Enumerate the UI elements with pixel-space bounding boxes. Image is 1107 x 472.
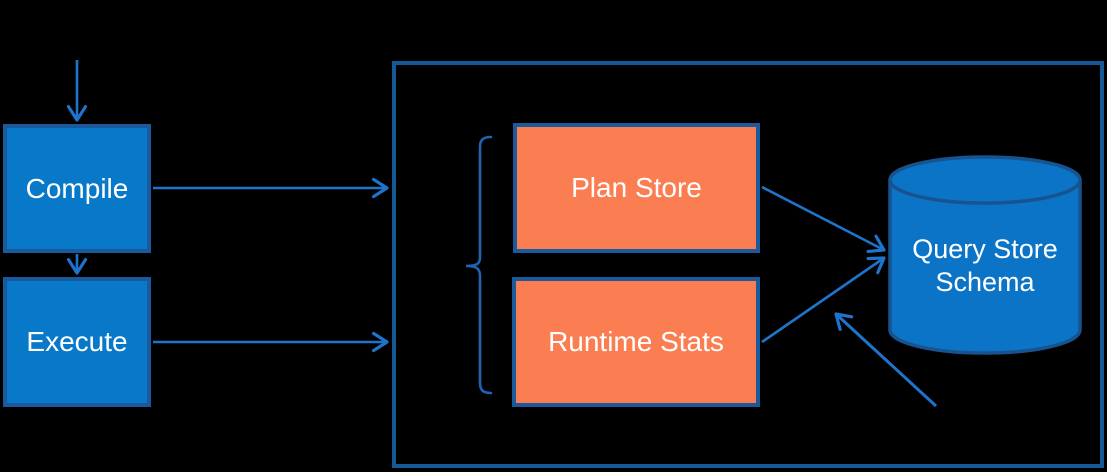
- plan-store-label: Plan Store: [571, 172, 702, 203]
- runtime-stats-box: Runtime Stats: [512, 277, 760, 407]
- plan-store-box: Plan Store: [513, 123, 760, 253]
- execute-label: Execute: [26, 326, 128, 357]
- execute-box: Execute: [3, 277, 151, 407]
- query-store-schema-label: Query Store Schema: [912, 234, 1058, 297]
- runtime-stats-label: Runtime Stats: [548, 326, 724, 357]
- compile-box: Compile: [3, 124, 151, 253]
- query-store-container: [392, 61, 1104, 468]
- compile-label: Compile: [25, 172, 129, 204]
